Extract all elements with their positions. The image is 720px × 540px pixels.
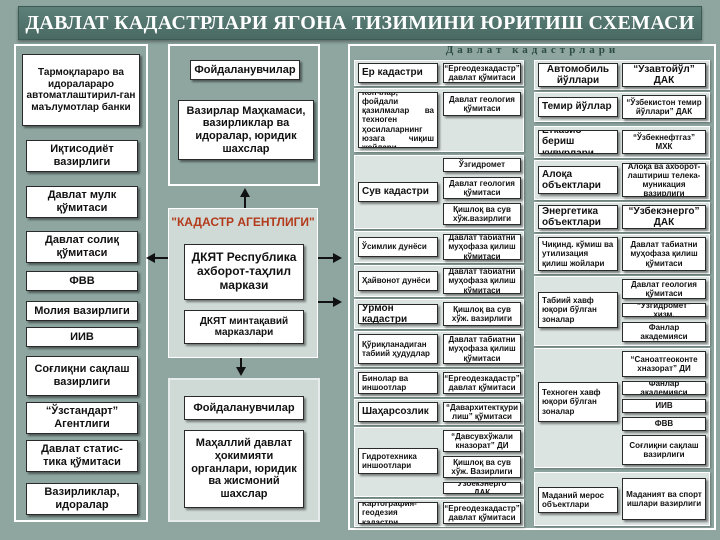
- energy-item: “Ўзбекэнерго” ДАК: [622, 205, 706, 229]
- hydro-item-2: Қишлоқ ва сув хўж. Вазирлиги: [443, 456, 521, 478]
- agency-regional-box: ДКЯТ минтақавий марказлари: [184, 310, 304, 344]
- waste-sites-item: Давлат табиатни муҳофаза қилиш қўмитаси: [622, 237, 706, 271]
- urban-planning-item: “Давархитектқури лиш” қўмитаси: [443, 402, 521, 422]
- mines-name: Кончлар, фойдали қазилмалар ва техноген …: [358, 92, 438, 148]
- mines-item: Давлат геология қўмитаси: [443, 92, 521, 116]
- hydro-item-3: “Ўзбекэнерго” ДАК: [443, 482, 521, 494]
- water-item-1: Ўзгидромет: [443, 158, 521, 172]
- left-panel: [14, 44, 148, 522]
- hydro-name: Гидротехника иншоотлари: [358, 448, 438, 474]
- cultural-heritage-item: Маданият ва спорт ишлари вазирлиги: [622, 478, 706, 520]
- statistics-committee-box: Давлат статис-тика қўмитаси: [26, 440, 138, 472]
- arrow-right-bottom-line: [318, 301, 334, 303]
- railways-item: “Ўзбекистон темир йўллари” ДАК: [622, 95, 706, 119]
- pipelines-item: “Ўзбекнефтгаз” МХК: [622, 130, 706, 154]
- state-property-box: Давлат мулк қўмитаси: [26, 186, 138, 218]
- arrow-right-bottom-head: [333, 297, 342, 307]
- bottom-users-label: Фойдаланувчилар: [184, 396, 304, 420]
- technogenic-hazards-name: Техноген хавф юқори бўлган зоналар: [538, 382, 618, 422]
- land-cadastre-name: Ер кадастри: [358, 63, 438, 83]
- forest-item: Қишлоқ ва сув хўж. вазирлиги: [443, 302, 521, 326]
- fauna-name: Ҳайвонот дунёси: [358, 271, 438, 291]
- natural-hazards-item-3: Фанлар академияси: [622, 322, 706, 342]
- arrow-left-line: [154, 257, 168, 259]
- communications-name: Алоқа объектлари: [538, 166, 618, 194]
- technogenic-item-4: ФВВ: [622, 417, 706, 431]
- bottom-users-body: Маҳаллий давлат ҳокимияти органлари, юри…: [184, 430, 304, 508]
- arrow-left-head: [146, 253, 155, 263]
- cultural-heritage-name: Маданий мерос объектлари: [538, 487, 618, 513]
- water-cadastre-name: Сув кадастри: [358, 182, 438, 202]
- fauna-item: Давлат табиатни муҳофаза қилиш қўмитаси: [443, 268, 521, 294]
- data-bank-box: Тармоқлараро ва идоралараро автоматлашти…: [22, 54, 140, 126]
- protected-areas-item: Давлат табиатни муҳофаза қилиш қўмитаси: [443, 334, 521, 364]
- finance-ministry-box: Молия вазирлиги: [26, 301, 138, 321]
- page-title: ДАВЛАТ КАДАСТРЛАРИ ЯГОНА ТИЗИМИНИ ЮРИТИШ…: [18, 6, 702, 40]
- urban-planning-name: Шаҳарсозлик: [358, 402, 438, 422]
- agency-main-box: ДКЯТ Республика ахборот-таҳлил маркази: [184, 244, 304, 300]
- water-item-2: Давлат геология қўмитаси: [443, 177, 521, 199]
- forest-name: Ўрмон кадастри: [358, 304, 438, 324]
- flora-name: Ўсимлик дунёси: [358, 237, 438, 257]
- technogenic-item-5: Соғлиқни сақлаш вазирлиги: [622, 435, 706, 465]
- land-cadastre-item: “Ергеодезкадастр” давлат қўмитаси: [443, 63, 521, 83]
- agency-label: "КАДАСТР АГЕНТЛИГИ": [171, 215, 315, 229]
- technogenic-item-3: ИИВ: [622, 399, 706, 413]
- pipelines-name: Етказиб бериш қувурлари: [538, 130, 618, 154]
- top-users-body: Вазирлар Маҳкамаси, вазирликлар ва идора…: [178, 100, 314, 160]
- natural-hazards-name: Табиий хавф юқори бўлган зоналар: [538, 292, 618, 328]
- cartography-name: Картография-геодезия кадастри: [358, 502, 438, 524]
- protected-areas-name: Қўриқланадиган табиий ҳудудлар: [358, 334, 438, 364]
- arrow-down-line: [240, 358, 242, 368]
- tax-committee-box: Давлат солиқ қўмитаси: [26, 231, 138, 263]
- hydro-item-1: “Давсувхўжали кназорат” ДИ: [443, 430, 521, 452]
- cadastres-panel: [348, 44, 716, 530]
- health-ministry-box: Соғлиқни сақлаш вазирлиги: [26, 356, 138, 396]
- cadastres-header: Давлат кадастрлари: [445, 44, 620, 56]
- communications-item: Алоқа ва ахборот-лаштириш телека-муникац…: [622, 163, 706, 197]
- natural-hazards-item-1: Давлат геология қўмитаси: [622, 279, 706, 299]
- economy-ministry-box: Иқтисодиёт вазирлиги: [26, 140, 138, 172]
- arrow-right-top-head: [333, 253, 342, 263]
- energy-name: Энергетика объектлари: [538, 205, 618, 229]
- cartography-item: “Ергеодезкадастр” давлат қўмитаси: [443, 502, 521, 524]
- fvv-box: ФВВ: [26, 271, 138, 291]
- arrow-up-line: [244, 196, 246, 210]
- arrow-up-head: [240, 188, 250, 197]
- flora-item: Давлат табиатни муҳофаза қилиш қўмитаси: [443, 234, 521, 260]
- technogenic-item-1: “Саноатгеоконте хназорат” ДИ: [622, 351, 706, 377]
- natural-hazards-item-2: “Ўзгидромет” хизм.: [622, 303, 706, 317]
- roads-item: “Ўзавтойўл” ДАК: [622, 63, 706, 87]
- ministries-box: Вазирликлар, идоралар: [26, 483, 138, 515]
- top-users-panel: [168, 44, 320, 186]
- arrow-right-top-line: [318, 257, 334, 259]
- buildings-name: Бинолар ва иншоотлар: [358, 372, 438, 394]
- roads-name: Автомобиль йўллари: [538, 63, 618, 87]
- top-users-label: Фойдаланувчилар: [190, 60, 300, 80]
- buildings-item: “Ергеодезкадастр” давлат қўмитаси: [443, 372, 521, 394]
- water-item-3: Қишлоқ ва сув хўж.вазирлиги: [443, 203, 521, 225]
- waste-sites-name: Чиқинд. кўмиш ва утилизация қилиш жойлар…: [538, 237, 618, 271]
- arrow-down-head: [236, 367, 246, 376]
- railways-name: Темир йўллар: [538, 97, 618, 117]
- uzstandart-box: “Ўзстандарт” Агентлиги: [26, 402, 138, 434]
- iiv-box: ИИВ: [26, 327, 138, 347]
- technogenic-item-2: Фанлар академияси: [622, 381, 706, 395]
